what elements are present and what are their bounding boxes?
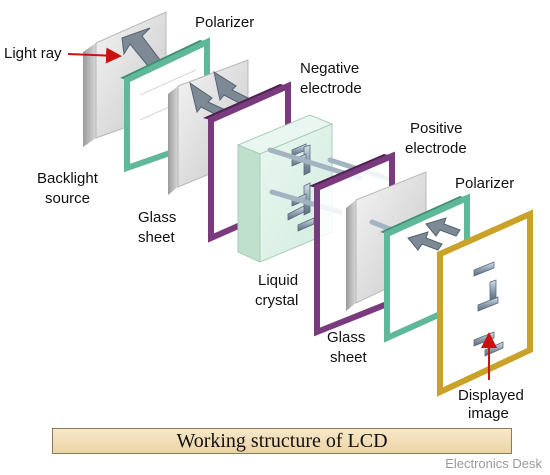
segment-digit-icon	[287, 143, 315, 232]
glass-sheet-2-label-line2: sheet	[330, 349, 368, 366]
displayed-image-label-line1: Displayed	[458, 387, 524, 404]
glass-sheet-1-label-line2: sheet	[138, 229, 176, 246]
backlight-label-line2: source	[45, 190, 90, 207]
negative-electrode-label-line2: electrode	[300, 80, 362, 97]
light-arrow-icon	[407, 231, 443, 251]
polarizer-2-label: Polarizer	[455, 175, 514, 192]
liquid-crystal-block	[236, 114, 334, 263]
displayed-image-panel	[437, 209, 533, 397]
light-ray-label: Light ray	[4, 45, 62, 62]
negative-electrode-label-line1: Negative	[300, 60, 359, 77]
backlight-label-line1: Backlight	[37, 170, 99, 187]
diagram-labels: Light ray Polarizer Negative electrode P…	[4, 14, 524, 422]
glass-sheet-1-label-line1: Glass	[138, 209, 176, 226]
liquid-crystal-label-line1: Liquid	[258, 272, 298, 289]
polarizer-1-label: Polarizer	[195, 14, 254, 31]
light-arrow-icon	[425, 217, 461, 237]
glass-sheet-2-label-line1: Glass	[327, 329, 365, 346]
liquid-crystal-label-line2: crystal	[255, 292, 298, 309]
caption-banner: Working structure of LCD	[52, 428, 512, 454]
positive-electrode-label-line1: Positive	[410, 120, 463, 137]
caption-text: Working structure of LCD	[176, 429, 388, 452]
positive-electrode-label-line2: electrode	[405, 140, 467, 157]
displayed-image-label-line2: image	[468, 405, 509, 422]
light-ray-pointer-arrow	[67, 47, 122, 64]
watermark-text: Electronics Desk	[445, 456, 542, 471]
displayed-digit-icon	[473, 261, 504, 357]
